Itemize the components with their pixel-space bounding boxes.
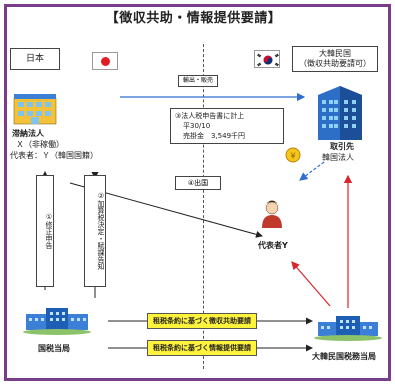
- collection-request-box: 租税条約に基づく徴収共助要請: [147, 313, 257, 329]
- korea-label-line1: 大韓民国: [319, 49, 351, 58]
- japan-label: 日本: [10, 48, 60, 70]
- korea-flag-icon: [254, 50, 280, 68]
- japan-flag-icon: [92, 52, 118, 70]
- additional-tax-box: ②加算税決定・賦課告知: [84, 175, 106, 287]
- taxpayer-name: 滞納法人: [12, 129, 44, 138]
- note-line2: 平30/10: [183, 122, 211, 130]
- person-icon: [262, 200, 282, 228]
- client-label-line1: 取引先: [330, 142, 354, 151]
- korea-label: 大韓民国 （徴収共助要請可）: [292, 46, 378, 72]
- skyscraper-icon: [318, 86, 362, 140]
- jp-tax-office-label: 国税当局: [38, 344, 70, 353]
- information-request-box: 租税条約に基づく情報提供要請: [147, 340, 257, 356]
- korea-label-line2: （徴収共助要請可）: [299, 59, 371, 68]
- diagram-title: 【徴収共助・情報提供要請】: [105, 11, 282, 26]
- representative-label: 代表者Y: [258, 241, 288, 250]
- country-divider: [203, 44, 204, 369]
- government-building-icon: [314, 316, 382, 341]
- export-sales-box: 輸出・販売: [178, 75, 218, 87]
- coin-icon: ¥: [285, 147, 301, 163]
- note-line3: 売掛金 3,549千円: [183, 132, 246, 140]
- svg-text:¥: ¥: [290, 152, 295, 161]
- deport-box: ④出国: [175, 176, 221, 190]
- taxpayer-representative: 代表者：Ｙ（韓国国籍）: [10, 151, 98, 160]
- note-line1: ③法人税申告書に計上: [175, 112, 245, 120]
- tax-return-note: ③法人税申告書に計上 平30/10 売掛金 3,549千円: [170, 108, 284, 144]
- amend-return-box: ①修正申告: [36, 175, 54, 287]
- kr-tax-office-label: 大韓民国税務当局: [312, 352, 376, 361]
- taxpayer-status: Ｘ（非稼働）: [16, 140, 64, 149]
- office-building-icon: [13, 94, 57, 125]
- client-label-line2: 韓国法人: [322, 153, 354, 162]
- government-building-icon: [23, 308, 91, 335]
